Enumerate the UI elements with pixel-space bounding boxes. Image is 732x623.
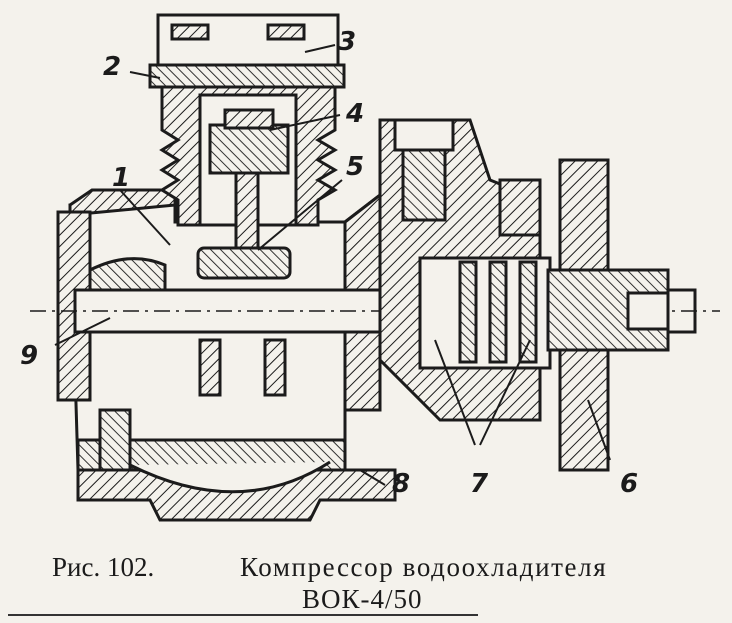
figure-title: Компрессор водоохладителя (240, 552, 608, 582)
leader-lines (54, 44, 611, 486)
page-rule (8, 614, 478, 616)
callout-2: 2 (103, 52, 121, 82)
figure-label: Рис. 102. (52, 552, 155, 582)
connecting-rod (196, 171, 292, 280)
callout-9: 9 (20, 341, 38, 371)
cylinder-head (148, 13, 346, 89)
callout-8: 8 (392, 469, 410, 499)
callout-1: 1 (112, 163, 130, 193)
callout-5: 5 (346, 152, 364, 182)
callout-6: 6 (620, 469, 638, 499)
callout-4: 4 (345, 99, 364, 129)
callout-7: 7 (470, 469, 489, 499)
compressor-drawing: 1 2 3 4 5 6 7 8 9 (20, 13, 720, 522)
piston (208, 108, 290, 175)
seal-packing (458, 178, 542, 364)
callout-3: 3 (338, 27, 356, 57)
figure-subtitle: ВОК-4/50 (302, 584, 423, 614)
pulley (546, 158, 670, 472)
base-foot (76, 408, 397, 522)
